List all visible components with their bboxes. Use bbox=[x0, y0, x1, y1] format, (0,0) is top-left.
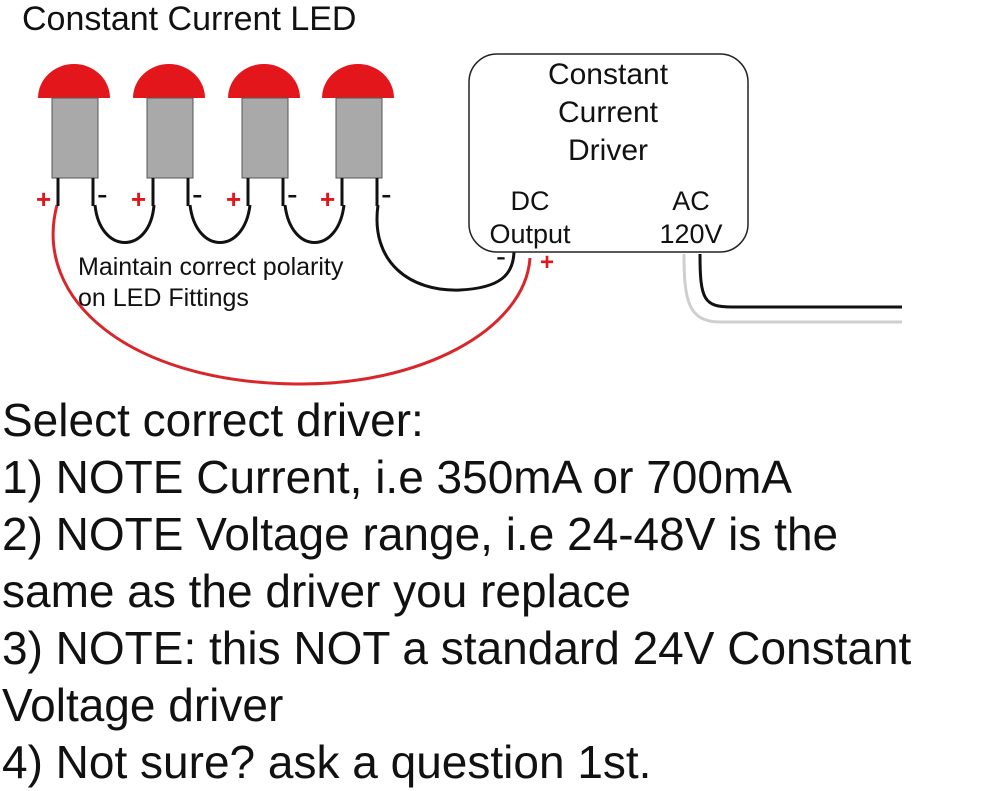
led-jumper-wire-1 bbox=[93, 204, 156, 244]
led-body bbox=[51, 97, 99, 179]
instruction-line-5: Voltage driver bbox=[2, 679, 284, 731]
dc-label: DC bbox=[511, 186, 550, 216]
led-fixture-4 bbox=[322, 64, 394, 206]
ac-gray-wire bbox=[682, 253, 902, 324]
instruction-line-4: 3) NOTE: this NOT a standard 24V Constan… bbox=[2, 622, 912, 674]
instruction-line-1: 1) NOTE Current, i.e 350mA or 700mA bbox=[2, 451, 792, 503]
led-3-positive-sign: + bbox=[226, 184, 241, 214]
led-4-negative-sign: - bbox=[381, 176, 392, 212]
diagram-title: Constant Current LED bbox=[22, 0, 357, 38]
instruction-line-3: same as the driver you replace bbox=[2, 565, 631, 617]
ac-black-wire bbox=[698, 253, 902, 309]
led-body bbox=[335, 97, 383, 179]
dc-output-positive-sign: + bbox=[540, 249, 554, 276]
wiring-diagram: Constant Current LED + - + - + - + - Mai… bbox=[22, 0, 902, 386]
led-body bbox=[146, 97, 194, 179]
led-cap bbox=[322, 64, 394, 98]
led-cap bbox=[38, 64, 110, 98]
led-1-negative-sign: - bbox=[97, 176, 108, 212]
instruction-line-2: 2) NOTE Voltage range, i.e 24-48V is the bbox=[2, 508, 839, 560]
driver-label-line-2: Current bbox=[558, 96, 659, 129]
driver-box bbox=[468, 53, 749, 253]
led-2-negative-sign: - bbox=[192, 176, 203, 212]
led-body bbox=[241, 97, 289, 179]
negative-output-wire bbox=[375, 204, 516, 292]
ac-voltage-label: 120V bbox=[659, 219, 722, 249]
led-fixture-3 bbox=[228, 64, 300, 206]
instructions-heading: Select correct driver: bbox=[2, 394, 424, 446]
dc-output-negative-sign: - bbox=[496, 240, 506, 273]
instructions-block: Select correct driver: 1) NOTE Current, … bbox=[2, 392, 1000, 791]
led-4-positive-sign: + bbox=[320, 184, 335, 214]
driver-label-line-3: Driver bbox=[568, 134, 648, 167]
driver-label-line-1: Constant bbox=[548, 58, 669, 91]
led-cap bbox=[228, 64, 300, 98]
led-jumper-wire-3 bbox=[283, 204, 346, 244]
led-3-negative-sign: - bbox=[287, 176, 298, 212]
led-jumper-wire-2 bbox=[188, 204, 252, 244]
output-label: Output bbox=[489, 219, 571, 249]
led-fixture-2 bbox=[133, 64, 205, 206]
ac-label: AC bbox=[672, 186, 710, 216]
polarity-note-line-2: on LED Fittings bbox=[78, 284, 249, 312]
led-cap bbox=[133, 64, 205, 98]
led-fixture-1 bbox=[38, 64, 110, 206]
polarity-note-line-1: Maintain correct polarity bbox=[78, 253, 344, 281]
led-2-positive-sign: + bbox=[131, 184, 146, 214]
positive-return-wire bbox=[51, 204, 532, 386]
led-1-positive-sign: + bbox=[36, 184, 51, 214]
instruction-line-6: 4) Not sure? ask a question 1st. bbox=[2, 736, 652, 788]
